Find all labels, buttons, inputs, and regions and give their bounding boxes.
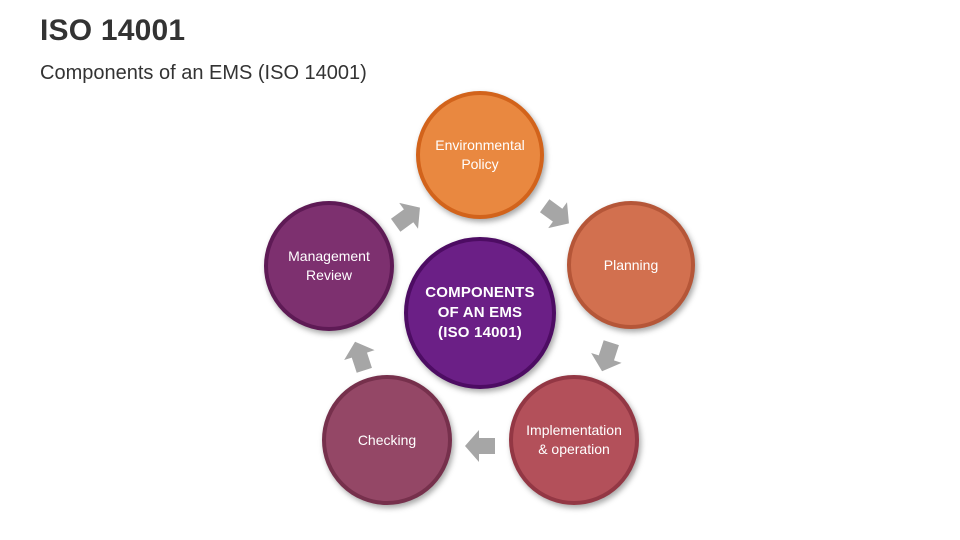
page-subtitle: Components of an EMS (ISO 14001) xyxy=(40,62,367,84)
node-label: Management Review xyxy=(288,248,370,283)
node-label: Environmental Policy xyxy=(435,137,525,172)
arrow-planning-to-implementation-icon xyxy=(591,340,622,372)
node-checking: Checking xyxy=(322,375,452,505)
arrow-review-to-policy-icon xyxy=(390,202,420,232)
node-environmental-policy: Environmental Policy xyxy=(416,91,544,219)
node-label: Checking xyxy=(357,431,417,448)
arrow-implementation-to-checking-icon xyxy=(465,430,495,462)
center-components-circle: COMPONENTS OF AN EMS (ISO 14001) xyxy=(404,237,556,389)
arrow-policy-to-planning-icon xyxy=(539,199,569,229)
node-management-review: Management Review xyxy=(264,201,394,331)
node-label: Planning xyxy=(603,256,659,273)
node-implementation-operation: Implementation & operation xyxy=(509,375,639,505)
center-label: COMPONENTS OF AN EMS (ISO 14001) xyxy=(425,283,535,342)
node-planning: Planning xyxy=(567,201,695,329)
node-label: Implementation & operation xyxy=(526,422,622,457)
arrow-checking-to-review-icon xyxy=(344,341,375,373)
page-title: ISO 14001 xyxy=(40,14,186,47)
